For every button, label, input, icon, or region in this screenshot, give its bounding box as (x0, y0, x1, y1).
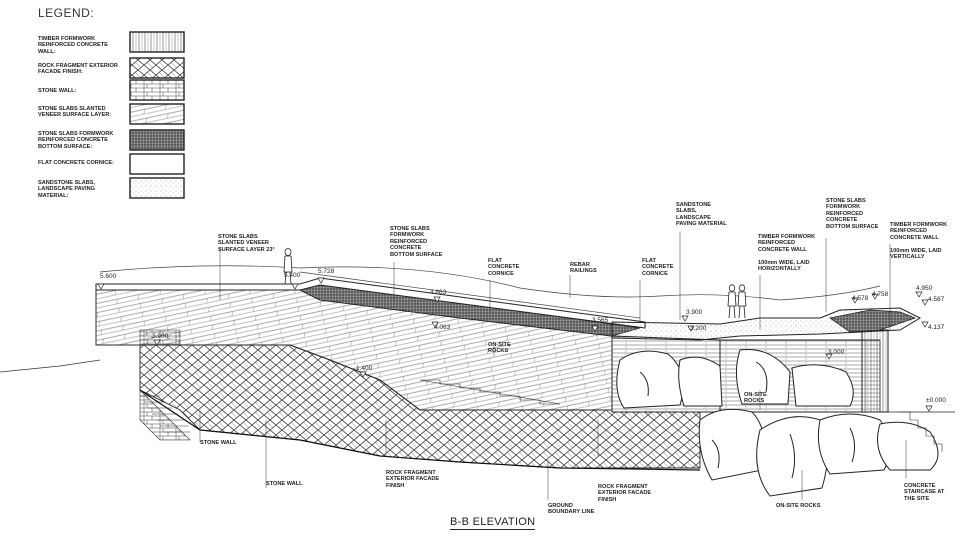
legend-title: LEGEND: (38, 6, 95, 20)
annotation-timber-vertical: TIMBER FORMWORK REINFORCED CONCRETE WALL… (890, 222, 948, 261)
annotation-timber-horizontal: TIMBER FORMWORK REINFORCED CONCRETE WALL… (758, 234, 816, 273)
human-figures (283, 248, 747, 319)
annotation-flat-cornice-2: FLAT CONCRETE CORNICE (642, 258, 674, 277)
legend-swatch-timber (129, 31, 185, 53)
level-3200: 3.200 (690, 325, 707, 332)
level-4578: 4.578 (852, 295, 869, 302)
stone-wall-left (95, 300, 181, 346)
level-5728: 5.728 (318, 268, 335, 275)
annotation-stone-slabs-formwork-1: STONE SLABS FORMWORK REINFORCED CONCRETE… (390, 226, 443, 258)
level-3900a: 3.900 (152, 333, 169, 340)
level-4137: 4.137 (928, 324, 945, 331)
level-3900b: 3.900 (686, 309, 703, 316)
rocks-center (616, 348, 854, 409)
legend-label-dense: STONE SLABS FORMWORK REINFORCED CONCRETE… (38, 131, 114, 150)
annotation-flat-cornice-1: FLAT CONCRETE CORNICE (488, 258, 520, 277)
interior-stair (419, 379, 561, 405)
annotation-rock-fragment-2: ROCK FRAGMENT EXTERIOR FACADE FINISH (598, 484, 652, 503)
stair-right (900, 411, 943, 452)
legend-label-timber: TIMBER FORMWORK REINFORCED CONCRETE WALL… (38, 36, 108, 55)
legend-label-blank: FLAT CONCRETE CORNICE: (38, 160, 115, 166)
legend-label-rock: ROCK FRAGMENT EXTERIOR FACADE FINISH: (38, 63, 118, 76)
rocks-lower (698, 408, 939, 497)
annotation-on-site-rocks-1: ON-SITE ROCKS (488, 342, 511, 355)
annotation-rock-fragment-1: ROCK FRAGMENT EXTERIOR FACADE FINISH (386, 470, 440, 489)
level-3565: 3.565 (592, 317, 609, 324)
timber-vertical-wall (861, 329, 889, 413)
level-5600: 5.600 (100, 273, 117, 280)
level-4063: 4.063 (434, 324, 451, 331)
legend-label-slant: STONE SLABS SLANTED VENEER SURFACE LAYER… (38, 106, 112, 119)
level-1400: 1.400 (356, 365, 373, 372)
level-0000: ±0.000 (926, 397, 946, 404)
annotation-concrete-staircase: CONCRETE STAIRCASE AT THE SITE (904, 483, 945, 502)
legend-swatch-dense (129, 129, 185, 151)
annotation-on-site-rocks-3: ON-SITE ROCKS (776, 503, 821, 509)
rebar-railing-2 (299, 271, 641, 319)
rebar-railing (99, 265, 881, 301)
level-3000: 3.000 (828, 349, 845, 356)
level-4758: 4.758 (872, 291, 889, 298)
ground-line-left (0, 359, 101, 373)
level-4587: 4.587 (928, 296, 945, 303)
stairs-left (139, 389, 191, 441)
legend-swatch-light (129, 177, 185, 199)
annotation-sandstone-slabs: SANDSTONE SLABS, LANDSCAPE PAVING MATERI… (676, 202, 727, 228)
leader-lines (199, 232, 907, 500)
center-terrace-bottom (829, 309, 917, 333)
annotation-ground-boundary: GROUND BOUNDARY LINE (548, 503, 595, 516)
legend-label-light: SANDSTONE SLABS, LANDSCAPE PAVING MATERI… (38, 180, 96, 199)
level-markers (97, 277, 933, 412)
drawing-caption: B-B ELEVATION (450, 516, 536, 530)
level-5400: 5.400 (284, 272, 301, 279)
legend-swatch-stone (129, 79, 185, 101)
annotation-stone-slabs-formwork-2: STONE SLABS FORMWORK REINFORCED CONCRETE… (826, 198, 879, 230)
legend-label-stone: STONE WALL: (38, 88, 77, 94)
legend-swatch-slant (129, 103, 185, 125)
annotation-rebar-railings: REBAR RAILINGS (570, 262, 597, 275)
annotation-stone-wall-2: STONE WALL (266, 481, 303, 487)
level-4863: 4.863 (430, 289, 447, 296)
level-4950: 4.950 (916, 285, 933, 292)
legend-swatch-blank (129, 153, 185, 175)
annotation-on-site-rocks-2: ON-SITE ROCKS (744, 392, 767, 405)
legend-swatch-rock (129, 57, 185, 79)
annotation-stone-slabs-slanted: STONE SLABS SLANTED VENEER SURFACE LAYER… (218, 234, 275, 253)
annotation-stone-wall-1: STONE WALL (200, 440, 237, 446)
